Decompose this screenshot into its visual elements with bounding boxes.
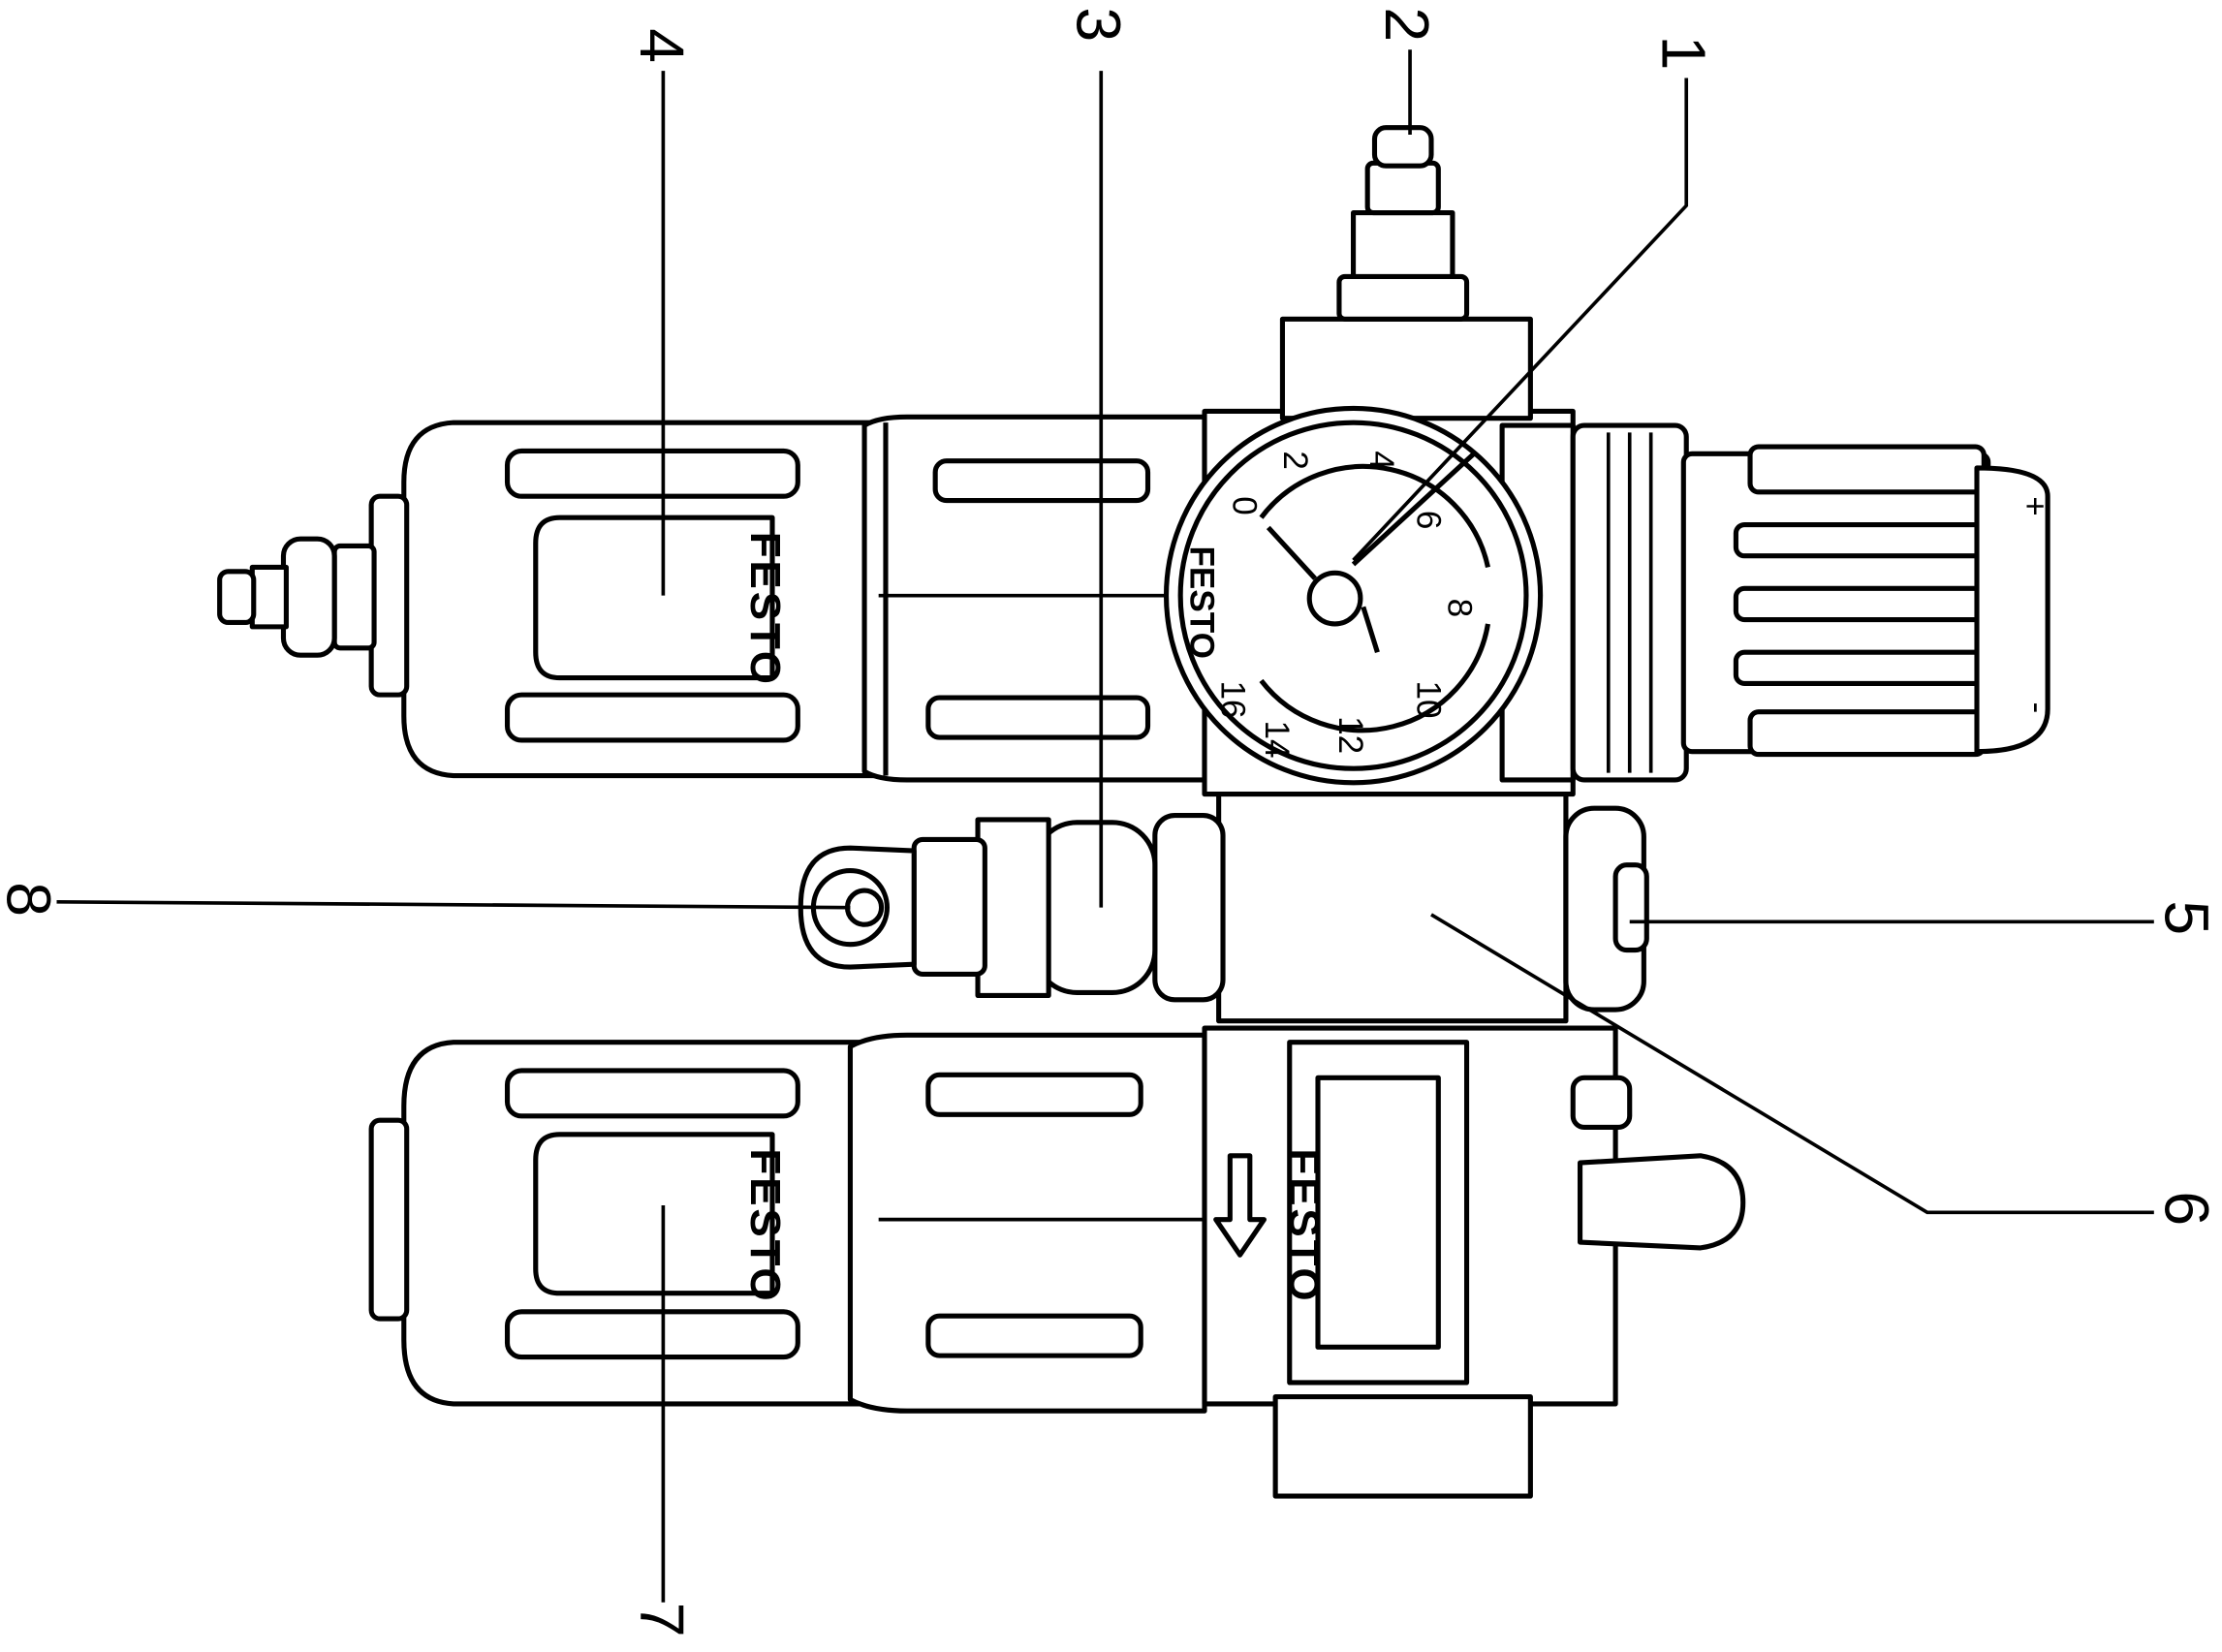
label-2: 2 — [1372, 7, 1442, 42]
label-8: 8 — [0, 882, 63, 917]
lubricator-ring-lower — [847, 1032, 1207, 1414]
gauge-label: 6 — [1409, 511, 1447, 530]
gauge-label: 10 — [1409, 680, 1447, 718]
minus-symbol: - — [2019, 701, 2056, 713]
port-5 — [1563, 805, 1649, 1013]
lubricator-brand-text: FESTO — [1280, 1148, 1328, 1303]
lubricator-head: FESTO — [1202, 1025, 1746, 1499]
gauge-label: 0 — [1225, 496, 1263, 515]
adjusting-knob: + - — [1680, 444, 2056, 758]
filter-ring-upper — [861, 414, 1207, 783]
connecting-block-6 — [1216, 792, 1569, 1024]
gauge-label: 12 — [1331, 716, 1369, 754]
plus-symbol: + — [2016, 496, 2053, 516]
reference-labels: 1 2 3 4 5 6 7 8 — [0, 7, 2221, 1636]
label-6: 6 — [2152, 1191, 2222, 1226]
lubricator-bowl-lower: FESTO — [368, 1040, 889, 1407]
gauge-label: 8 — [1441, 599, 1479, 618]
pressure-gauge: 0 2 4 6 8 10 12 14 16 FESTO — [1163, 405, 1544, 786]
fitting-3-8 — [798, 812, 1226, 1003]
label-3: 3 — [1063, 7, 1133, 42]
fitting-2 — [1336, 125, 1470, 322]
label-7: 7 — [627, 1603, 697, 1637]
gauge-label: 16 — [1214, 680, 1252, 718]
gauge-label: 14 — [1258, 720, 1296, 758]
gauge-label: 4 — [1362, 451, 1400, 470]
regulator-bonnet — [1570, 422, 1689, 783]
label-4: 4 — [627, 28, 697, 63]
filter-bowl-upper: FESTO — [217, 420, 889, 779]
drain-valve-upper — [217, 493, 410, 698]
lubricator-bowl-brand-text: FESTO — [741, 1148, 789, 1303]
gauge-brand-text: FESTO — [1182, 545, 1220, 658]
label-1: 1 — [1648, 36, 1718, 71]
leader-lines — [56, 49, 2154, 1603]
label-5: 5 — [2152, 900, 2222, 935]
filter-brand-text: FESTO — [741, 532, 789, 687]
gauge-label: 2 — [1276, 451, 1314, 470]
